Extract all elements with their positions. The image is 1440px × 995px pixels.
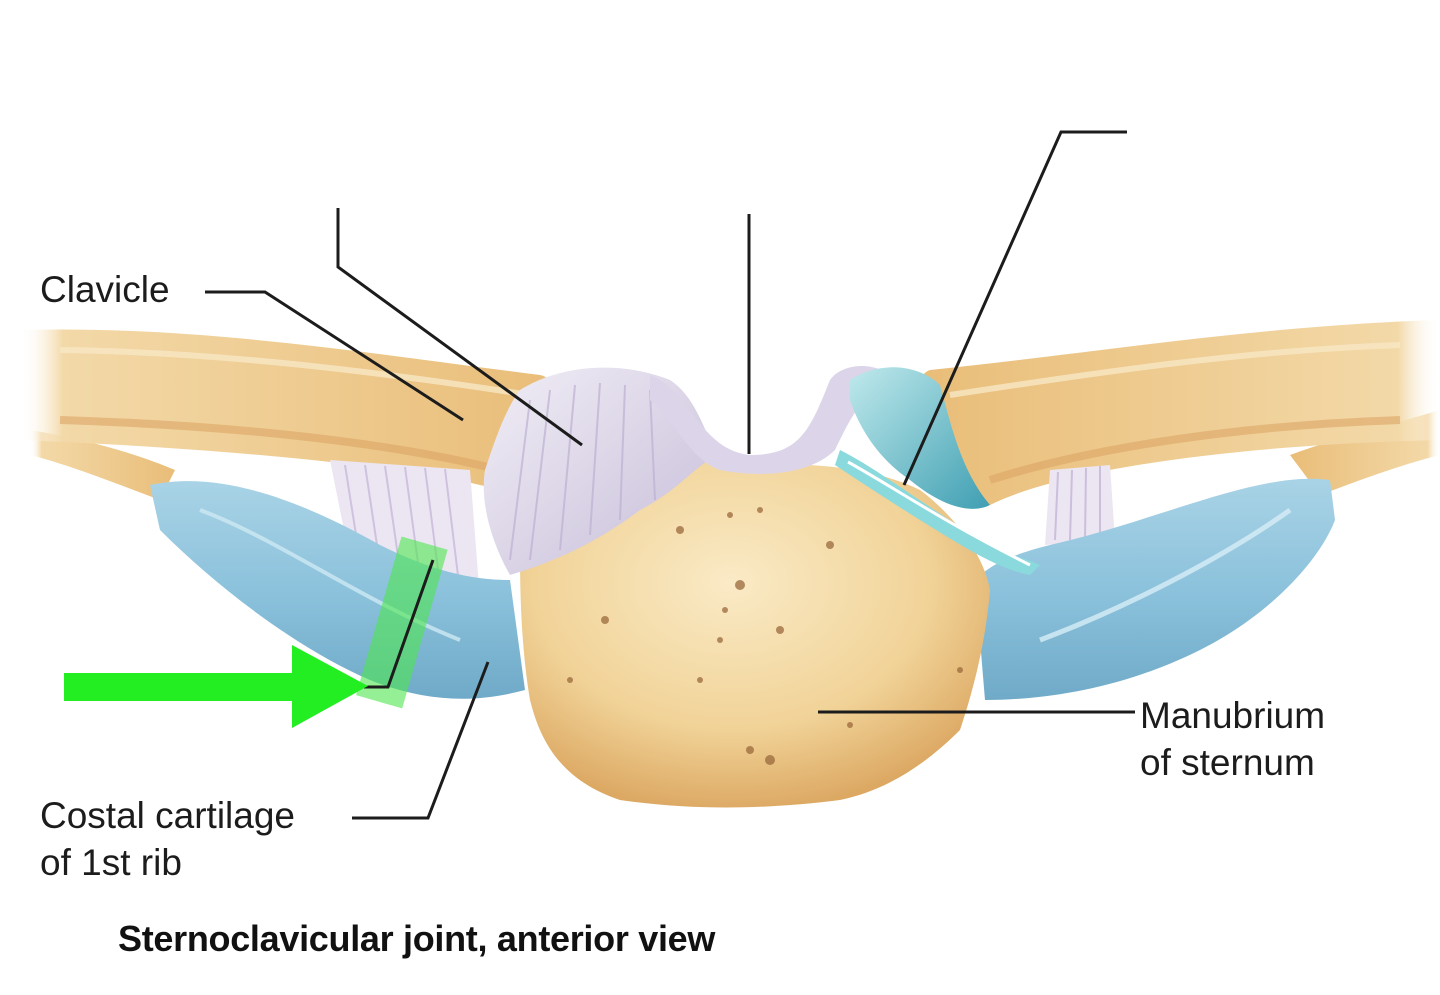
label-costal-cartilage-line2: of 1st rib: [40, 839, 182, 886]
green-arrow-icon: [64, 645, 368, 728]
label-clavicle: Clavicle: [40, 266, 170, 313]
figure-caption: Sternoclavicular joint, anterior view: [118, 918, 715, 960]
label-manubrium-line1: Manubrium: [1140, 692, 1325, 739]
label-costal-cartilage-line1: Costal cartilage: [40, 792, 295, 839]
label-manubrium-line2: of sternum: [1140, 739, 1315, 786]
